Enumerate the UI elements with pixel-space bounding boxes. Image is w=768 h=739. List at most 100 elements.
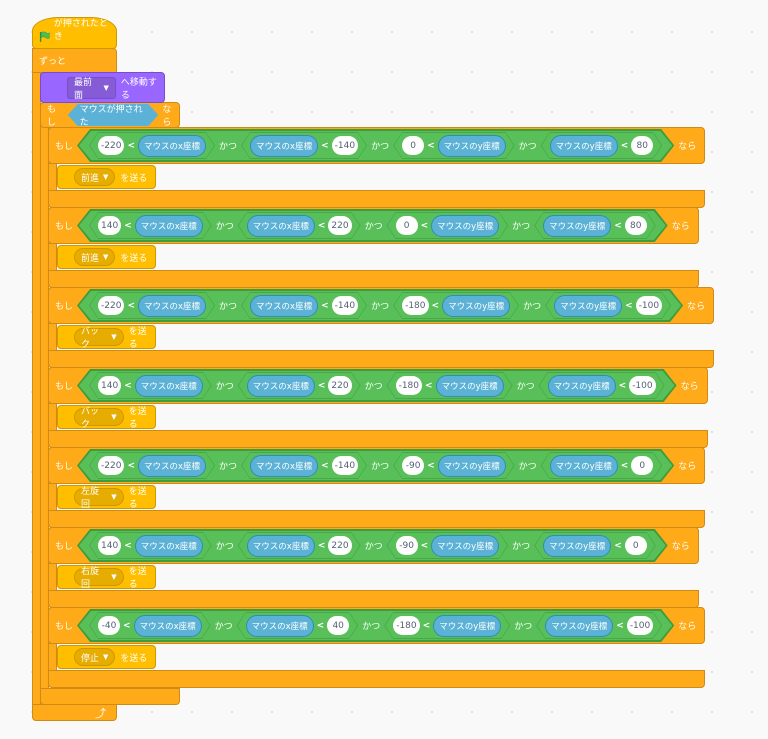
y-max-input[interactable]: -100 (636, 296, 662, 315)
comparison-block[interactable]: 0<マウスのy座標 (393, 132, 515, 159)
comparison-block[interactable]: 140<マウスのx座標 (89, 212, 212, 239)
message-dropdown[interactable]: 右旋回▼ (74, 567, 124, 590)
mouse-y-reporter[interactable]: マウスのy座標 (436, 375, 504, 397)
mouse-x-reporter[interactable]: マウスのx座標 (250, 455, 318, 477)
mouse-x-reporter[interactable]: マウスのx座標 (250, 135, 318, 157)
comparison-block[interactable]: マウスのx座標<220 (238, 212, 361, 239)
broadcast-block[interactable]: 前進▼を送る (57, 165, 156, 189)
mouse-y-reporter[interactable]: マウスのy座標 (433, 615, 501, 637)
x-min-input[interactable]: 140 (98, 216, 121, 235)
y-min-input[interactable]: -180 (393, 616, 419, 635)
broadcast-block[interactable]: バック▼を送る (57, 405, 156, 430)
broadcast-block[interactable]: 停止▼を送る (57, 645, 156, 669)
x-min-input[interactable]: -40 (98, 616, 120, 635)
mouse-x-reporter[interactable]: マウスのx座標 (135, 215, 203, 237)
y-max-input[interactable]: -100 (629, 376, 655, 395)
y-max-input[interactable]: 80 (631, 136, 653, 155)
comparison-block[interactable]: マウスのx座標<-140 (241, 452, 367, 479)
comparison-block[interactable]: -180<マウスのy座標 (384, 612, 510, 639)
mouse-x-reporter[interactable]: マウスのx座標 (247, 535, 315, 557)
mouse-y-reporter[interactable]: マウスのy座標 (550, 135, 618, 157)
comparison-block[interactable]: マウスのx座標<40 (237, 612, 359, 639)
comparison-block[interactable]: -40<マウスのx座標 (89, 612, 211, 639)
x-max-input[interactable]: 220 (328, 376, 351, 395)
x-max-input[interactable]: 220 (328, 536, 351, 555)
x-min-input[interactable]: -220 (98, 136, 124, 155)
x-max-input[interactable]: -140 (332, 456, 358, 475)
mouse-y-reporter[interactable]: マウスのy座標 (543, 215, 611, 237)
y-max-input[interactable]: -100 (627, 616, 653, 635)
x-max-input[interactable]: 220 (328, 216, 351, 235)
comparison-block[interactable]: -220<マウスのx座標 (89, 452, 215, 479)
mouse-x-reporter[interactable]: マウスのx座標 (138, 135, 206, 157)
mouse-y-reporter[interactable]: マウスのy座標 (438, 135, 506, 157)
y-max-input[interactable]: 0 (625, 536, 647, 555)
y-min-input[interactable]: -90 (402, 456, 424, 475)
comparison-block[interactable]: -90<マウスのy座標 (387, 532, 509, 559)
forever-block[interactable]: ずっと (32, 48, 117, 73)
when-flag-clicked-block[interactable]: が押されたとき (32, 17, 117, 49)
comparison-block[interactable]: マウスのy座標<-100 (545, 292, 671, 319)
mouse-y-reporter[interactable]: マウスのy座標 (543, 535, 611, 557)
if-mouse-down-block[interactable]: もし マウスが押された なら (40, 102, 180, 128)
broadcast-block[interactable]: 右旋回▼を送る (57, 565, 156, 590)
comparison-block[interactable]: 140<マウスのx座標 (89, 372, 212, 399)
x-max-input[interactable]: -140 (332, 296, 358, 315)
message-dropdown[interactable]: 停止▼ (74, 648, 116, 666)
comparison-block[interactable]: マウスのx座標<-140 (241, 132, 367, 159)
y-min-input[interactable]: -180 (402, 296, 428, 315)
comparison-block[interactable]: -90<マウスのy座標 (393, 452, 515, 479)
comparison-block[interactable]: マウスのy座標<80 (541, 132, 663, 159)
mouse-y-reporter[interactable]: マウスのy座標 (548, 375, 616, 397)
mouse-x-reporter[interactable]: マウスのx座標 (135, 375, 203, 397)
mouse-y-reporter[interactable]: マウスのy座標 (431, 215, 499, 237)
layer-dropdown[interactable]: 最前面▼ (67, 76, 116, 101)
mouse-x-reporter[interactable]: マウスのx座標 (246, 615, 314, 637)
broadcast-block[interactable]: バック▼を送る (57, 325, 156, 350)
comparison-block[interactable]: 0<マウスのy座標 (387, 212, 509, 239)
comparison-block[interactable]: マウスのy座標<0 (534, 532, 656, 559)
broadcast-block[interactable]: 左旋回▼を送る (57, 485, 156, 510)
comparison-block[interactable]: 140<マウスのx座標 (89, 532, 212, 559)
mouse-x-reporter[interactable]: マウスのx座標 (250, 295, 318, 317)
x-max-input[interactable]: -140 (332, 136, 358, 155)
x-min-input[interactable]: -220 (98, 456, 124, 475)
mouse-x-reporter[interactable]: マウスのx座標 (247, 375, 315, 397)
y-min-input[interactable]: -90 (396, 536, 418, 555)
message-dropdown[interactable]: 左旋回▼ (74, 487, 124, 510)
comparison-block[interactable]: -180<マウスのy座標 (387, 372, 513, 399)
mouse-y-reporter[interactable]: マウスのy座標 (550, 455, 618, 477)
y-max-input[interactable]: 0 (631, 456, 653, 475)
mouse-y-reporter[interactable]: マウスのy座標 (545, 615, 613, 637)
x-min-input[interactable]: -220 (98, 296, 124, 315)
mouse-y-reporter[interactable]: マウスのy座標 (442, 295, 510, 317)
comparison-block[interactable]: マウスのy座標<-100 (539, 372, 665, 399)
mouse-y-reporter[interactable]: マウスのy座標 (431, 535, 499, 557)
x-max-input[interactable]: 40 (327, 616, 349, 635)
mouse-y-reporter[interactable]: マウスのy座標 (554, 295, 622, 317)
comparison-block[interactable]: マウスのy座標<-100 (536, 612, 662, 639)
message-dropdown[interactable]: バック▼ (74, 327, 124, 350)
comparison-block[interactable]: -180<マウスのy座標 (393, 292, 519, 319)
comparison-block[interactable]: マウスのx座標<220 (238, 532, 361, 559)
y-min-input[interactable]: -180 (396, 376, 422, 395)
message-dropdown[interactable]: 前進▼ (74, 168, 116, 186)
message-dropdown[interactable]: バック▼ (74, 407, 124, 430)
mouse-down-condition[interactable]: マウスが押された (68, 104, 159, 126)
mouse-y-reporter[interactable]: マウスのy座標 (438, 455, 506, 477)
message-dropdown[interactable]: 前進▼ (74, 248, 116, 266)
mouse-x-reporter[interactable]: マウスのx座標 (138, 455, 206, 477)
mouse-x-reporter[interactable]: マウスのx座標 (135, 535, 203, 557)
